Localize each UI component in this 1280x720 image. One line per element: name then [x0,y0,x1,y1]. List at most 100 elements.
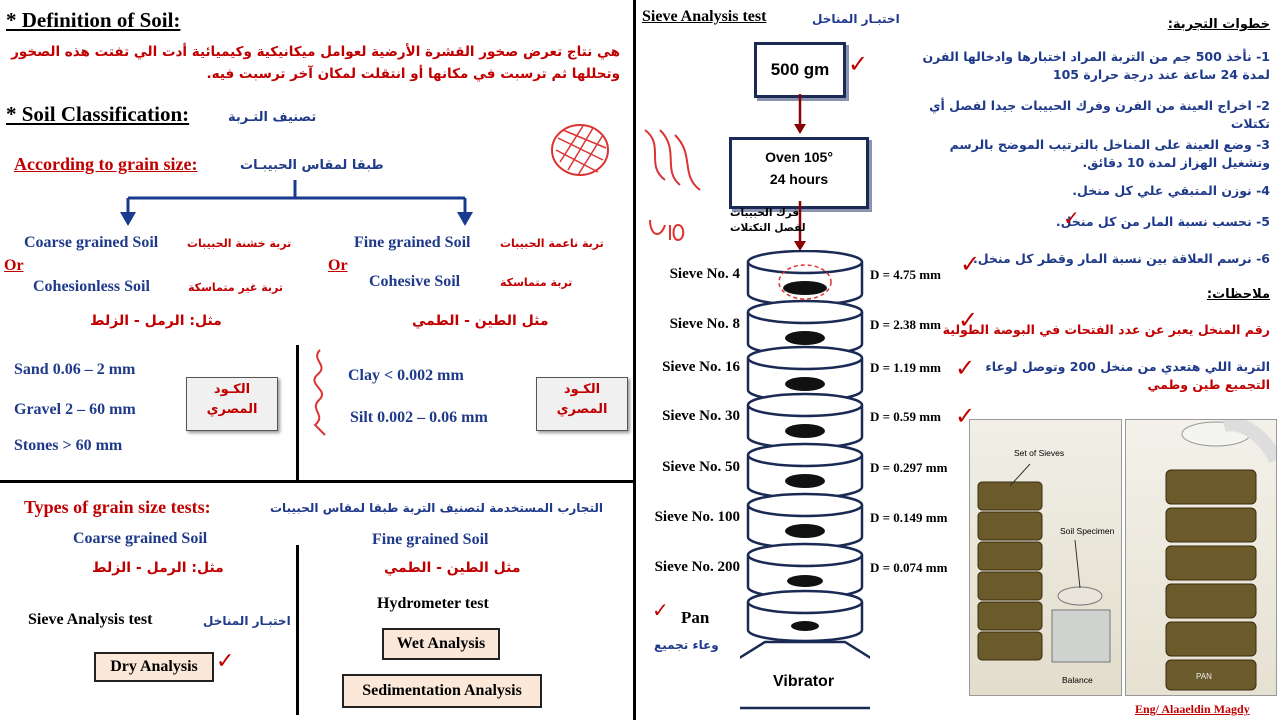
wet-analysis-box: Wet Analysis [382,628,500,660]
step-1: 1- نأخذ 500 جم من التربة المراد اختبارها… [922,49,1270,82]
fine-example: مثل الطين - الطمي [412,313,549,329]
sieve-row-50: Sieve No. 50 D = 0.297 mm [640,449,970,493]
soil-pile [785,377,825,391]
step-5: 5- نحسب نسبة المار من كل منخل. [1055,214,1270,229]
silt-range: Silt 0.002 – 0.06 mm [350,409,488,426]
fine-or: Or [328,257,348,274]
sieve-opening: D = 0.297 mm [870,460,948,475]
sieve-label: Sieve No. 8 [669,316,740,332]
coarse-alt-ar: تربة غير متماسكة [188,281,283,294]
soil-pile [787,575,823,587]
sedimentation-analysis-box: Sedimentation Analysis [342,674,542,708]
note-1: رقم المنخل يعبر عن عدد الفتحات في البوصة… [942,322,1270,337]
sieve-opening: D = 2.38 mm [870,317,941,332]
soil-pile [783,281,827,295]
classification-title: * Soil Classification: [6,102,189,127]
sieve-row-16: Sieve No. 16 D = 1.19 mm [640,349,970,393]
sieve-label: Sieve No. 4 [669,266,740,282]
sieve-opening: D = 0.074 mm [870,560,948,575]
sieve-label: Sieve No. 50 [662,459,740,475]
sieve-opening: D = 4.75 mm [870,267,941,282]
hydrometer-label: Hydrometer test [377,595,489,612]
step-2: 2- اخراج العينة من الفرن وفرك الحبيبات ج… [929,98,1270,131]
oven-duration: 24 hours [769,171,829,187]
sieve-test-title: Sieve Analysis test [642,8,767,25]
soil-pile [785,424,825,438]
crush-note-1: فرك الحبيبات [730,207,800,219]
pouring-sample-photo: PAN [1125,419,1277,696]
sieve-row-200: Sieve No. 200 D = 0.074 mm [640,549,970,593]
sieve-label: Sieve No. 30 [662,408,740,424]
according-title-ar: طبقا لمقاس الحبيبـات [240,158,384,173]
classification-tree-arrows [120,180,473,226]
soil-pile [785,474,825,488]
check-mark-icon-4: ✓ [960,252,981,278]
sieve-row-30: Sieve No. 30 D = 0.59 mm [640,398,970,442]
handwritten-sketch-icon [644,129,701,242]
coarse-or: Or [4,257,24,274]
sieve-set-photo: Set of Sieves Soil Specimen Balance [969,419,1122,696]
tests-sieve-label-ar: اختبـار المناخل [203,614,291,628]
check-mark-icon-16: ✓ [955,356,976,382]
steps-title: خطوات التجربة: [1167,17,1270,32]
tests-fine-example: مثل الطين - الطمي [384,560,521,576]
oven-temp: Oven 105° [765,149,833,165]
coarse-example: مثل: الرمل - الزلط [90,313,222,329]
highlight-circle [778,264,832,300]
sieve-label: Sieve No. 200 [654,559,740,575]
photo-label-pan: PAN [1196,672,1212,681]
check-mark-icon-pan: ✓ [652,600,669,622]
sieve-rim [746,542,864,568]
notes-title: ملاحظات: [1206,287,1270,302]
pan-rim [746,589,864,615]
sieve-row-100: Sieve No. 100 D = 0.149 mm [640,499,970,543]
definition-title: * Definition of Soil: [6,8,181,32]
sieve-rim [746,492,864,518]
center-divider [633,0,636,720]
author-signature: Eng/ Alaaeldin Magdy [1135,702,1250,716]
sand-range: Sand 0.06 – 2 mm [14,361,136,378]
fine-title: Fine grained Soil [354,234,471,251]
sieve-row-8: Sieve No. 8 D = 2.38 mm [640,306,970,350]
soil-pile [785,524,825,538]
sieve-stack-drawing [740,250,870,710]
note-2a: التربة اللي هتعدي من منخل 200 وتوصل لوعا… [985,359,1270,374]
tests-title-ar: التجارب المستخدمة لتصنيف التربة طبقا لمق… [270,501,603,515]
soil-pile [791,621,819,631]
photo-label-specimen: Soil Specimen [1060,526,1115,536]
classification-title-text: * Soil Classification: [6,102,190,126]
sieve-opening: D = 0.149 mm [870,510,948,525]
oven-box: Oven 105° 24 hours [729,137,869,209]
check-mark-icon-8: ✓ [958,308,979,334]
check-mark-icon: ✓ [216,648,235,673]
classification-divider [296,345,299,480]
coarse-title-ar: تربة خشنة الحبيبات [187,237,292,250]
step-4: 4- نوزن المتبقي علي كل منخل. [1072,183,1270,198]
sample-box: 500 gm [754,42,846,98]
pan-label: Pan [681,608,710,627]
sieve-rim [746,442,864,468]
egyptian-code-box-coarse: الكـود المصري [186,377,278,431]
tests-sieve-label: Sieve Analysis test [28,611,153,628]
tests-divider [296,545,299,715]
note-2b: التجميع طين وطمي [1147,377,1270,392]
sieve-test-title-ar: اختبـار المناخل [812,12,900,26]
crush-note-2: لفصل التكتلات [730,222,806,234]
sieve-rim [746,250,864,275]
stones-range: Stones > 60 mm [14,437,123,454]
soil-sketch-icon [551,124,609,176]
fine-alt-ar: تربة متماسكة [500,276,573,289]
classification-title-ar: تصنيف التـربة [228,110,317,125]
handwritten-annotation-icon [313,349,326,436]
photo-label-balance: Balance [1062,675,1093,685]
coarse-alt: Cohesionless Soil [33,278,150,295]
check-mark-icon-step5: ✓ [1063,208,1080,230]
sieve-opening: D = 0.59 mm [870,409,941,424]
tests-coarse-title: Coarse grained Soil [73,530,208,547]
photo-label-sieves: Set of Sieves [1014,448,1065,458]
clay-range: Clay < 0.002 mm [348,367,464,384]
sieve-rim [746,392,864,418]
gravel-range: Gravel 2 – 60 mm [14,401,136,418]
egyptian-code-box-fine: الكـود المصري [536,377,628,431]
left-middle-divider [0,480,633,483]
